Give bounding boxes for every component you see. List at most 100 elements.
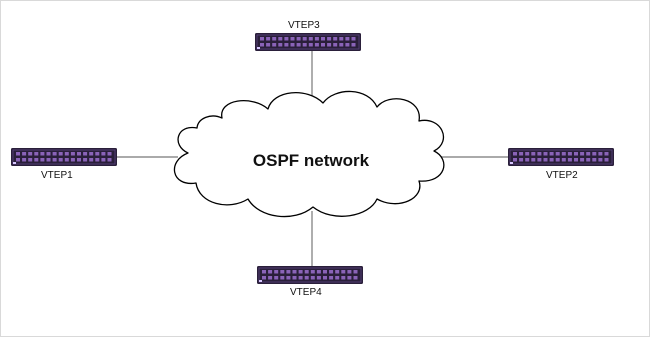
switch-status-led xyxy=(510,162,513,164)
switch-port xyxy=(52,158,57,162)
switch-port xyxy=(525,158,530,162)
switch-port xyxy=(561,152,566,156)
switch-port xyxy=(298,270,303,274)
switch-port xyxy=(290,37,295,41)
switch-port xyxy=(604,158,609,162)
switch-port xyxy=(537,158,542,162)
switch-port xyxy=(314,43,319,47)
switch-status-led xyxy=(13,162,16,164)
switch-port xyxy=(580,152,585,156)
switch-port xyxy=(278,43,283,47)
switch-port xyxy=(339,37,344,41)
switch-port xyxy=(353,276,358,280)
switch-port xyxy=(574,158,578,162)
switch-port xyxy=(52,152,57,156)
switch-port xyxy=(531,158,536,162)
switch-port xyxy=(266,43,271,47)
switch-port xyxy=(310,276,315,280)
switch-port xyxy=(101,158,106,162)
switch-port xyxy=(549,152,554,156)
switch-port xyxy=(321,43,325,47)
switch-port xyxy=(89,152,94,156)
switch-port xyxy=(302,43,307,47)
switch-body xyxy=(255,33,361,51)
switch-port xyxy=(64,152,69,156)
switch-port xyxy=(580,158,585,162)
switch-port xyxy=(598,158,603,162)
switch-port xyxy=(567,152,572,156)
switch-port xyxy=(278,37,283,41)
switch-port xyxy=(555,158,560,162)
switch-port xyxy=(262,270,266,274)
switch-vtep3 xyxy=(255,33,361,51)
switch-port xyxy=(302,37,307,41)
switch-port xyxy=(34,158,39,162)
ospf-cloud: OSPF network xyxy=(173,90,445,218)
switch-port xyxy=(272,43,277,47)
switch-port xyxy=(296,43,301,47)
switch-port xyxy=(284,37,289,41)
switch-port xyxy=(513,158,517,162)
switch-port xyxy=(290,43,295,47)
switch-port xyxy=(70,158,75,162)
switch-port xyxy=(286,270,291,274)
switch-port xyxy=(345,43,350,47)
switch-port xyxy=(274,276,279,280)
switch-port xyxy=(268,270,273,274)
switch-port xyxy=(314,37,319,41)
switch-port xyxy=(58,158,63,162)
switch-port xyxy=(555,152,560,156)
switch-port xyxy=(586,152,591,156)
switch-port xyxy=(22,152,27,156)
switch-port xyxy=(525,152,530,156)
switch-port xyxy=(58,152,63,156)
switch-port xyxy=(353,270,358,274)
switch-port xyxy=(274,270,279,274)
switch-port xyxy=(339,43,344,47)
switch-port xyxy=(341,276,346,280)
switch-vtep4 xyxy=(257,266,363,284)
switch-port xyxy=(40,158,45,162)
switch-port xyxy=(513,152,517,156)
cloud-label: OSPF network xyxy=(253,151,370,170)
switch-port xyxy=(64,158,69,162)
switch-port xyxy=(46,158,51,162)
switch-port xyxy=(543,158,548,162)
switch-port xyxy=(28,158,33,162)
switch-body xyxy=(11,148,117,166)
switch-port xyxy=(321,37,325,41)
switch-port xyxy=(272,37,277,41)
switch-port xyxy=(280,276,285,280)
switch-port xyxy=(77,152,81,156)
switch-port xyxy=(323,270,327,274)
switch-port xyxy=(95,158,100,162)
switch-panel xyxy=(509,149,613,165)
switch-port xyxy=(308,37,313,41)
switch-port xyxy=(16,152,20,156)
switch-port xyxy=(333,43,338,47)
vtep1-label: VTEP1 xyxy=(41,170,73,181)
switch-port xyxy=(95,152,100,156)
switch-port xyxy=(329,270,334,274)
switch-port xyxy=(335,276,340,280)
switch-port xyxy=(333,37,338,41)
switch-body xyxy=(508,148,614,166)
switch-port xyxy=(284,43,289,47)
switch-port xyxy=(34,152,39,156)
switch-port xyxy=(22,158,27,162)
switch-vtep1 xyxy=(11,148,117,166)
switch-port xyxy=(592,152,597,156)
switch-port xyxy=(537,152,542,156)
switch-port xyxy=(604,152,609,156)
switch-port xyxy=(89,158,94,162)
switch-port xyxy=(351,43,356,47)
switch-panel xyxy=(12,149,116,165)
switch-port xyxy=(329,276,334,280)
switch-port xyxy=(304,276,309,280)
switch-panel xyxy=(256,34,360,50)
switch-port xyxy=(323,276,327,280)
switch-port xyxy=(316,276,321,280)
switch-port xyxy=(101,152,106,156)
switch-port xyxy=(28,152,33,156)
